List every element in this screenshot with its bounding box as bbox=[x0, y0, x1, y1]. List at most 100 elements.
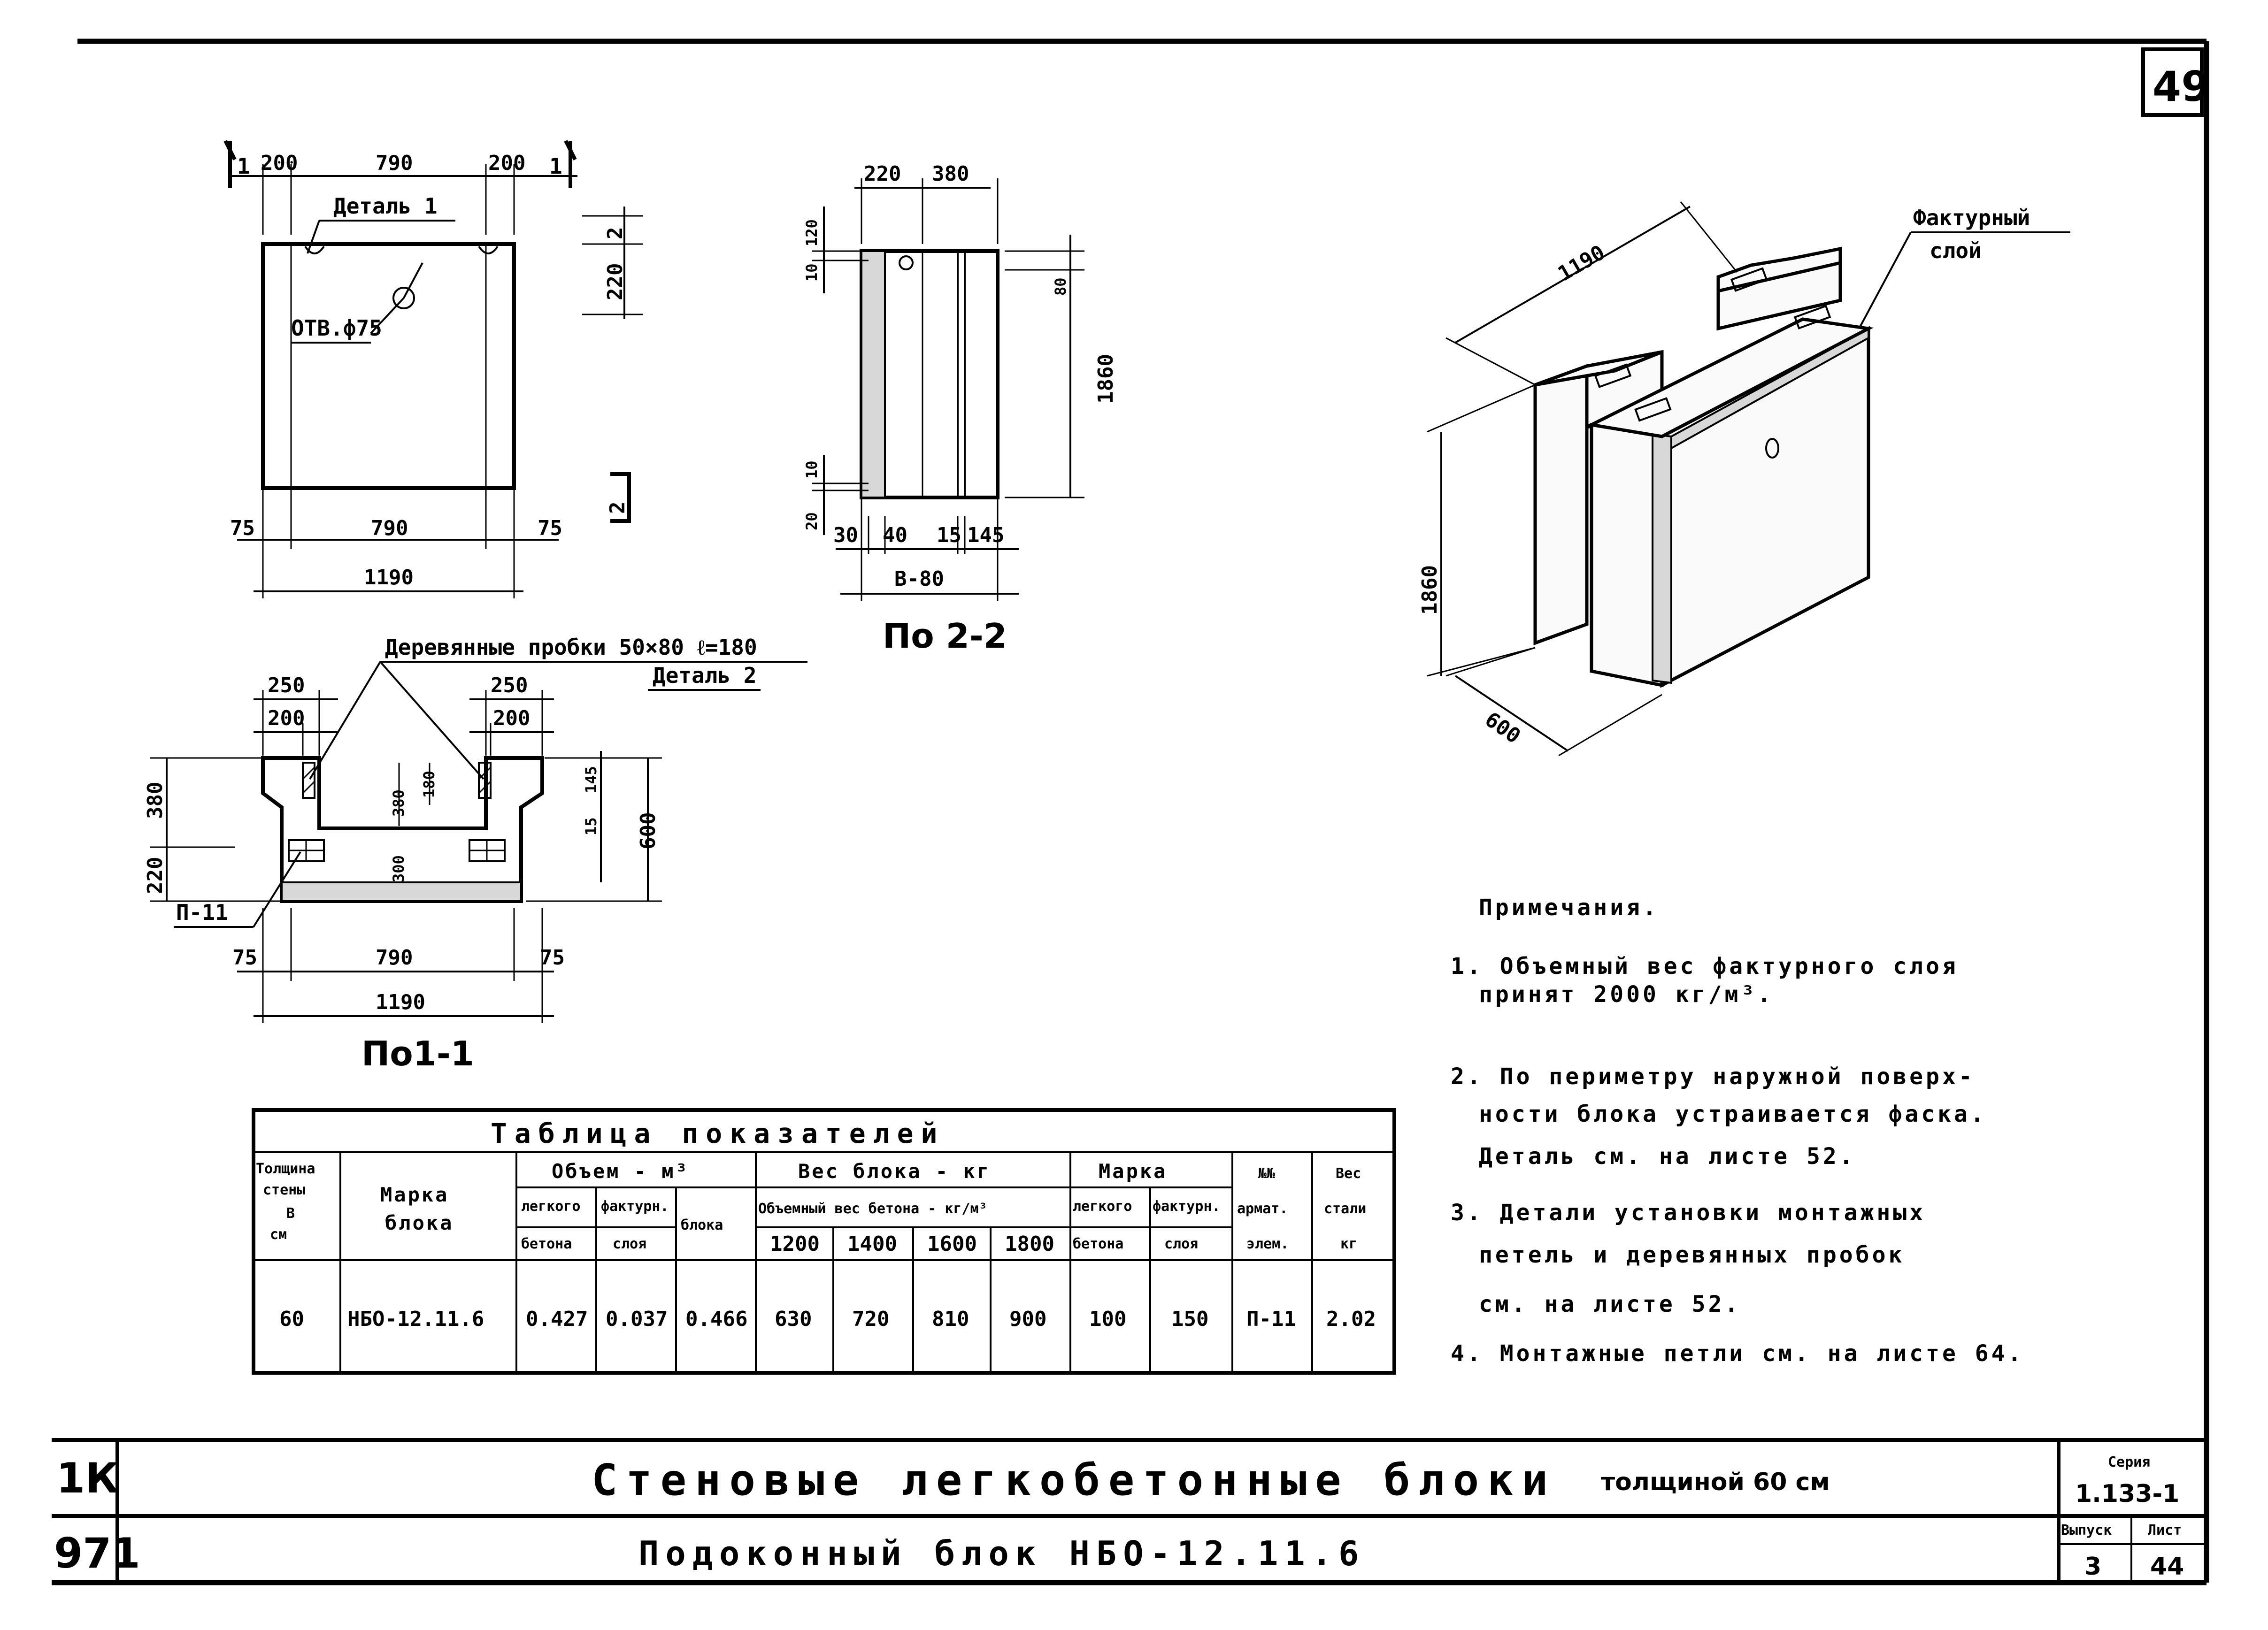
dim-145: 145 bbox=[967, 523, 1004, 547]
left-code-2: 971 bbox=[54, 1529, 140, 1577]
section-mark-1-left: 1 bbox=[237, 153, 250, 179]
indicators-table: Таблица показателей Толщина стены В см М… bbox=[252, 1108, 1396, 1375]
dim-height-1860: 1860 bbox=[1094, 354, 1118, 404]
hdr-wall-1: Толщина bbox=[256, 1161, 315, 1177]
hdr-volume: Объем - м³ bbox=[552, 1160, 689, 1183]
dim-380: 380 bbox=[932, 162, 969, 186]
hdr-grade-sub-1a: легкого bbox=[1073, 1198, 1132, 1215]
hdr-mark-2: блока bbox=[385, 1211, 454, 1234]
dim-20-bottom: 20 bbox=[803, 512, 821, 530]
dim-right-145: 145 bbox=[582, 766, 600, 793]
dim-total-1190: 1190 bbox=[364, 566, 414, 589]
dim-120-top: 120 bbox=[803, 219, 821, 246]
cell-grade-facing: 150 bbox=[1171, 1307, 1208, 1331]
series-value: 1.133-1 bbox=[2075, 1480, 2179, 1508]
dim-250-right: 250 bbox=[491, 673, 528, 697]
cell-wall-thickness: 60 bbox=[279, 1307, 304, 1331]
section-2-2: 220 380 10 120 20 10 80 1860 30 40 15 14… bbox=[803, 162, 1118, 656]
hdr-steel-1: Вес bbox=[1336, 1165, 1361, 1182]
p11-label: П-11 bbox=[176, 900, 228, 925]
dim-10-bottom: 10 bbox=[803, 460, 821, 479]
plugs-label: Деревянные пробки 50×80 ℓ=180 bbox=[385, 635, 757, 660]
series-label: Серия bbox=[2108, 1454, 2150, 1470]
dim-200-left: 200 bbox=[268, 706, 305, 730]
table-title: Таблица показателей bbox=[491, 1117, 945, 1149]
dim-top-200-right: 200 bbox=[488, 151, 525, 175]
note-line-1: 1. Объемный вес фактурного слоя bbox=[1451, 953, 1959, 980]
note-line-9: 4. Монтажные петли см. на листе 64. bbox=[1451, 1340, 2024, 1367]
hdr-steel-3: кг bbox=[1340, 1236, 1357, 1252]
notes-title: Примечания. bbox=[1479, 895, 1659, 921]
dim-right-600: 600 bbox=[636, 812, 660, 849]
title-suffix: толщиной 60 см bbox=[1601, 1468, 1830, 1496]
hdr-vol-sub-2b: слоя bbox=[613, 1236, 646, 1252]
cell-weight-1400: 720 bbox=[852, 1307, 889, 1331]
note-line-3: 2. По периметру наружной поверх- bbox=[1451, 1064, 1975, 1090]
hdr-rebar-2: армат. bbox=[1237, 1201, 1288, 1217]
hdr-grade-sub-1b: бетона bbox=[1073, 1236, 1123, 1252]
hdr-density-1800: 1800 bbox=[1005, 1232, 1054, 1256]
note-line-7: петель и деревянных пробок bbox=[1479, 1242, 1905, 1268]
plan-view: 1 1 200 790 200 Деталь 1 ОТВ.ф75 2 220 2… bbox=[223, 140, 643, 598]
hdr-vol-sub-2a: фактурн. bbox=[601, 1198, 669, 1215]
wood-plug-right bbox=[478, 762, 492, 799]
dim-15: 15 bbox=[937, 523, 961, 547]
sheet-value: 44 bbox=[2150, 1553, 2184, 1581]
wood-plug-left bbox=[302, 762, 315, 799]
dim-bottom-75-left: 75 bbox=[232, 946, 257, 970]
detail-1-label: Деталь 1 bbox=[333, 193, 438, 219]
issue-value: 3 bbox=[2084, 1553, 2101, 1581]
dim-200-right: 200 bbox=[493, 706, 530, 730]
sheet-frame bbox=[52, 38, 2209, 1585]
dim-220: 220 bbox=[864, 162, 901, 186]
cell-weight-1200: 630 bbox=[775, 1307, 812, 1331]
hole-circle bbox=[392, 287, 415, 309]
hdr-vol-sub-1a: легкого bbox=[521, 1198, 580, 1215]
title-main: Стеновые легкобетонные блоки bbox=[592, 1455, 1556, 1505]
iso-hole bbox=[1765, 438, 1779, 459]
hdr-wall-4: см bbox=[270, 1226, 287, 1243]
dim-right-15: 15 bbox=[582, 817, 600, 835]
dim-right-2: 2 bbox=[603, 227, 627, 240]
section-1-1-caption: По1-1 bbox=[361, 1034, 474, 1073]
cell-mark: НБО-12.11.6 bbox=[347, 1307, 484, 1331]
note-line-8: см. на листе 52. bbox=[1479, 1291, 1741, 1317]
hdr-wall-2: стены bbox=[263, 1182, 305, 1198]
hdr-mark-1: Марка bbox=[380, 1183, 449, 1206]
cell-vol-block: 0.466 bbox=[685, 1307, 747, 1331]
cell-steel: 2.02 bbox=[1326, 1307, 1376, 1331]
hdr-grade-sub-2b: слоя bbox=[1164, 1236, 1198, 1252]
dim-80: 80 bbox=[1052, 277, 1069, 296]
note-line-2: принят 2000 кг/м³. bbox=[1479, 981, 1774, 1008]
cell-vol-light: 0.427 bbox=[526, 1307, 588, 1331]
hdr-weight: Вес блока - кг bbox=[798, 1160, 991, 1183]
dim-top-200-left: 200 bbox=[261, 151, 298, 175]
cell-vol-facing: 0.037 bbox=[606, 1307, 668, 1331]
hdr-grade-sub-2a: фактурн. bbox=[1153, 1198, 1221, 1215]
section-mark-1-right: 1 bbox=[549, 153, 562, 179]
hdr-density-1400: 1400 bbox=[847, 1232, 897, 1256]
section-1-1: Деревянные пробки 50×80 ℓ=180 Деталь 2 2… bbox=[143, 635, 807, 1073]
dim-bottom-790: 790 bbox=[371, 516, 408, 540]
cell-grade-light: 100 bbox=[1089, 1307, 1126, 1331]
hdr-grade: Марка bbox=[1099, 1160, 1167, 1183]
dim-bottom-790: 790 bbox=[376, 946, 413, 970]
hdr-weight-sub: Объемный вес бетона - кг/м³ bbox=[758, 1201, 987, 1217]
dim-bottom-75-right: 75 bbox=[538, 516, 562, 540]
dim-right-220: 220 bbox=[603, 263, 627, 300]
hdr-rebar-3: элем. bbox=[1246, 1236, 1289, 1252]
issue-label: Выпуск bbox=[2061, 1522, 2112, 1538]
note-line-6: 3. Детали установки монтажных bbox=[1451, 1200, 1926, 1226]
dim-bottom-75-right: 75 bbox=[540, 946, 565, 970]
dim-30: 30 bbox=[833, 523, 858, 547]
dim-bottom-75-left: 75 bbox=[230, 516, 255, 540]
hdr-density-1200: 1200 bbox=[770, 1232, 820, 1256]
dim-total-1190: 1190 bbox=[376, 990, 425, 1014]
iso-dim-length: 1190 bbox=[1554, 240, 1609, 286]
section-mark-2: 2 bbox=[606, 502, 630, 514]
dim-left-380: 380 bbox=[143, 782, 167, 819]
dim-inner-300: 300 bbox=[390, 855, 407, 882]
hdr-steel-2: стали bbox=[1324, 1201, 1366, 1217]
page-number: 49 bbox=[2153, 62, 2210, 111]
